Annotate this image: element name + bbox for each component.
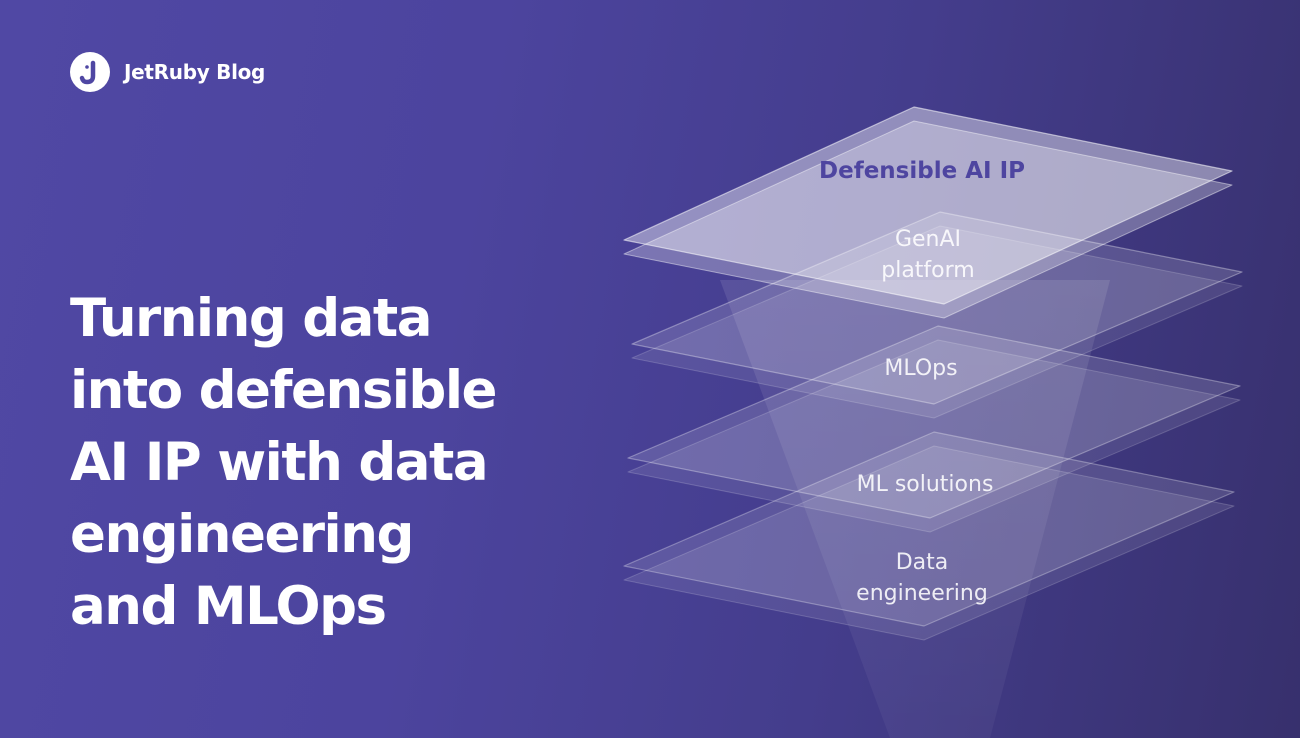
layer-label-top: Defensible AI IP xyxy=(819,158,1025,184)
brand[interactable]: JetRuby Blog xyxy=(70,52,265,92)
brand-name: JetRuby Blog xyxy=(124,60,266,84)
headline: Turning data into defensible AI IP with … xyxy=(70,283,630,643)
layer-genai-platform: GenAI platform xyxy=(881,227,974,283)
headline-line: and MLOps xyxy=(70,576,387,637)
layer-plate xyxy=(627,325,1241,519)
logo-glyph-icon xyxy=(79,60,96,85)
layer-plate xyxy=(623,106,1233,305)
layer-plate xyxy=(631,211,1243,405)
layer-label: ML solutions xyxy=(857,472,994,497)
layer-plate xyxy=(623,431,1235,627)
layer-edge xyxy=(631,225,1243,419)
layer-data-engineering: Data engineering xyxy=(623,431,1235,641)
layer-label: MLOps xyxy=(884,356,957,381)
headline-line: Turning data xyxy=(70,288,433,349)
layer-ml-solutions: ML solutions xyxy=(627,325,1241,533)
layer-edge xyxy=(627,339,1241,533)
layer-edge xyxy=(623,120,1233,319)
headline-line: engineering xyxy=(70,504,414,565)
layer-mlops: MLOps xyxy=(631,211,1243,419)
light-beam xyxy=(720,280,1110,738)
layer-label-line: engineering xyxy=(856,581,988,606)
layer-label-line: platform xyxy=(881,258,974,283)
headline-line: into defensible xyxy=(70,360,497,421)
layer-edge xyxy=(623,445,1235,641)
headline-line: AI IP with data xyxy=(70,432,489,493)
layer-defensible-ai-ip: Defensible AI IP xyxy=(623,106,1233,319)
jetruby-logo-icon xyxy=(70,52,110,92)
layer-label-line: GenAI xyxy=(895,227,961,252)
layer-label-line: Data xyxy=(896,550,949,575)
